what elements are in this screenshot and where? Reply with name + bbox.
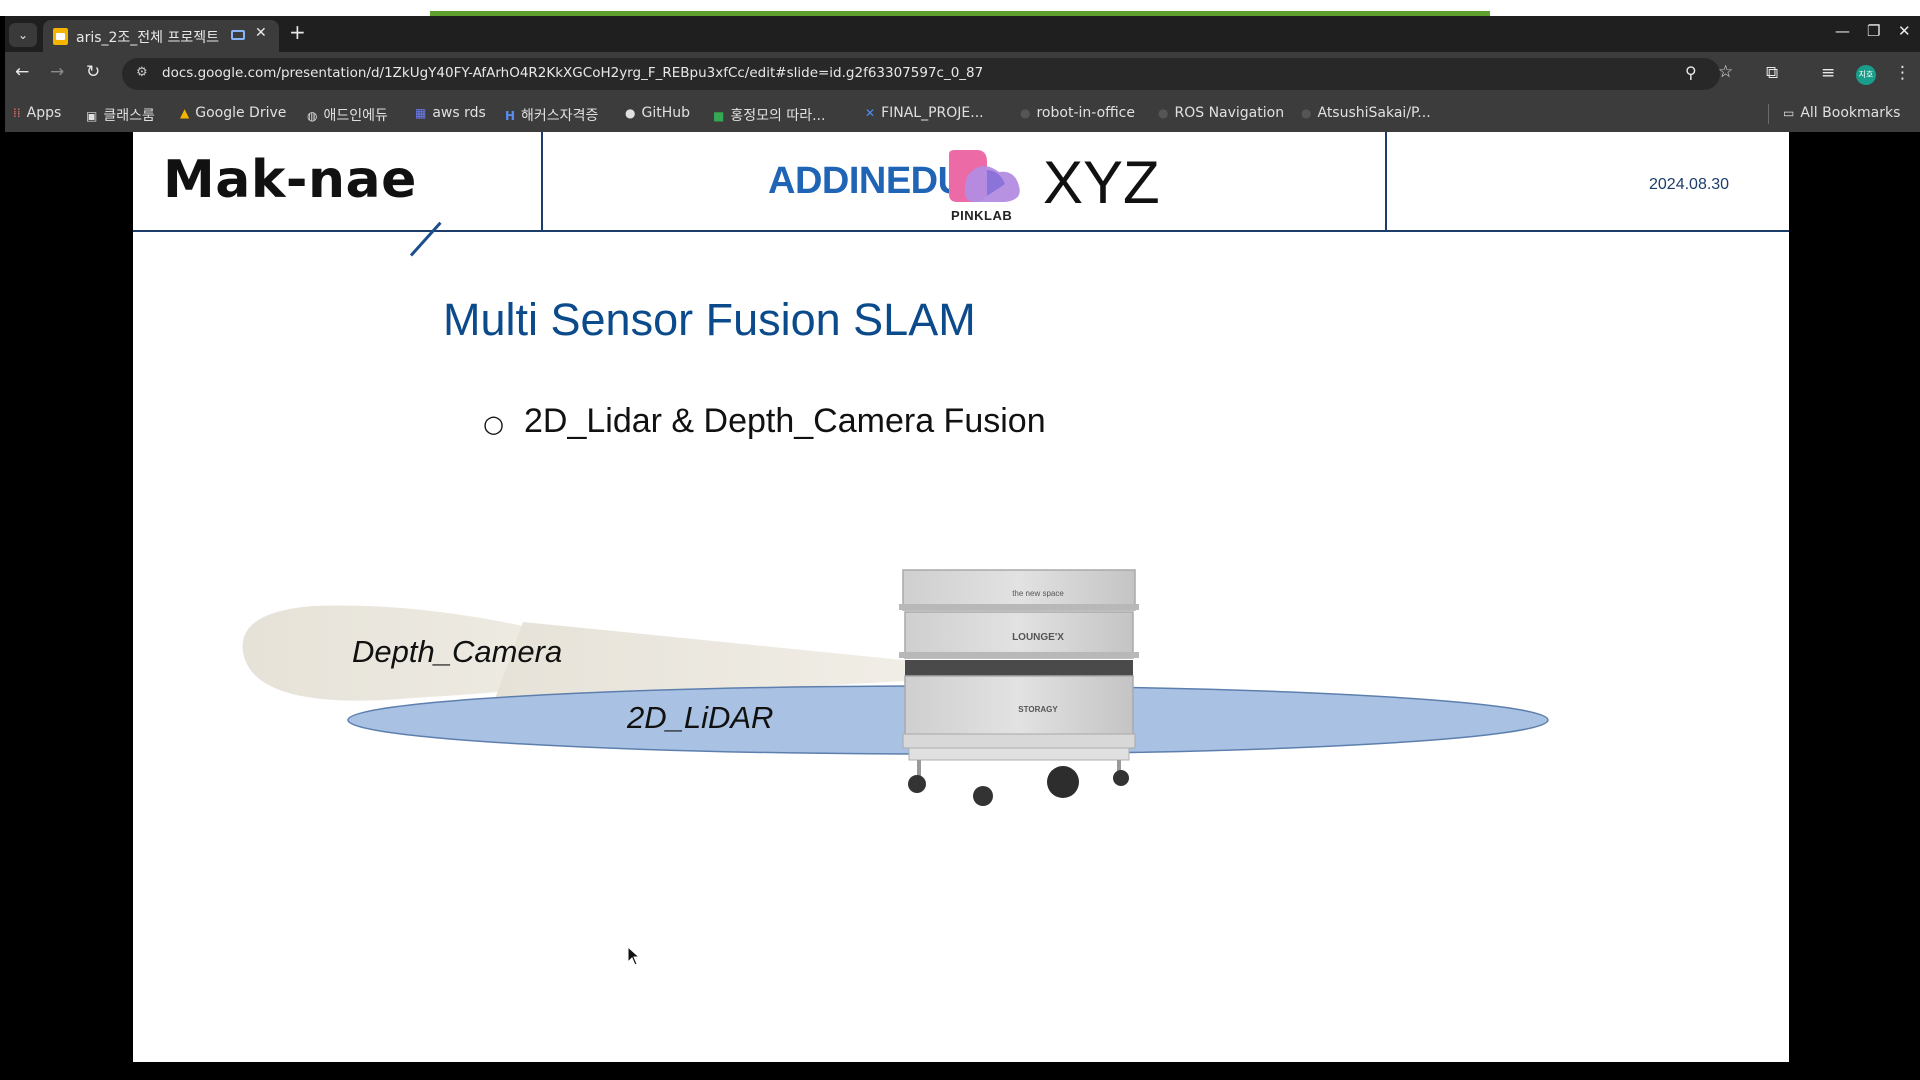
jira-icon: ✕	[865, 106, 876, 120]
url-text[interactable]: docs.google.com/presentation/d/1ZkUgY40F…	[162, 65, 984, 81]
progress-bar	[430, 11, 1490, 16]
reload-icon[interactable]: ↻	[86, 62, 101, 82]
tab-title: aris_2조_전체 프로젝트	[76, 30, 220, 46]
top-progress-strip	[0, 0, 1920, 16]
bookmarks-bar: ⁞⁞Apps ▣클래스룸 ▲Google Drive ◍애드인에듀 ▦aws r…	[5, 96, 1920, 132]
slide-title: Multi Sensor Fusion SLAM	[443, 294, 976, 345]
hongjungmo-icon: ■	[713, 109, 725, 123]
hackers-h-icon: H	[505, 109, 516, 123]
header-divider-left	[541, 132, 543, 232]
tab-bar: ⌄ aris_2조_전체 프로젝트 ✕ + — ❐ ✕	[5, 16, 1920, 52]
bookmark-robot-in-office[interactable]: ●robot-in-office	[1020, 105, 1135, 121]
sensor-fusion-diagram: the new space LOUNGE'X STORAGY	[242, 569, 1549, 806]
bookmarks-separator	[1768, 104, 1769, 124]
extensions-puzzle-icon[interactable]: ⧉	[1766, 63, 1779, 83]
presentation-viewport: Mak-nae ADDINEDU PINKLAB XYZ 2024.08.30 …	[5, 132, 1920, 1062]
github-icon: ●	[625, 106, 636, 120]
robot-icon	[899, 569, 1139, 806]
browser-toolbar: ← → ↻ ⚙ docs.google.com/presentation/d/1…	[5, 52, 1920, 96]
bookmark-aws-rds[interactable]: ▦aws rds	[415, 105, 486, 121]
profile-avatar[interactable]: 지호	[1856, 65, 1876, 85]
addinedu-logo: ADDINEDU	[768, 160, 965, 202]
robot-box-label-2: STORAGY	[1018, 705, 1058, 714]
restore-icon[interactable]: ❐	[1867, 22, 1881, 40]
bookmark-atsushisakai[interactable]: ●AtsushiSakai/P...	[1301, 105, 1431, 121]
bookmark-apps[interactable]: ⁞⁞Apps	[13, 105, 62, 121]
media-control-icon[interactable]: ≡	[1821, 63, 1836, 83]
forward-icon[interactable]: →	[50, 62, 65, 82]
bookmark-addinedu[interactable]: ◍애드인에듀	[307, 108, 388, 124]
bookmark-classroom[interactable]: ▣클래스룸	[86, 108, 155, 124]
drive-icon: ▲	[180, 106, 190, 120]
folder-icon: ▭	[1783, 106, 1795, 120]
site-info-icon[interactable]: ⚙	[136, 65, 148, 80]
window-close-icon[interactable]: ✕	[1898, 22, 1911, 40]
zoom-icon[interactable]: ⚲	[1685, 63, 1697, 82]
pinklab-logo-text: PINKLAB	[951, 208, 1013, 223]
xyz-logo: XYZ	[1043, 149, 1160, 216]
mouse-cursor-icon	[627, 946, 641, 966]
lidar-label: 2D_LiDAR	[627, 700, 774, 735]
github-icon: ●	[1158, 106, 1169, 120]
tab-close-icon[interactable]: ✕	[255, 25, 267, 41]
back-icon[interactable]: ←	[15, 62, 30, 82]
tab-search-chevron-icon[interactable]: ⌄	[9, 23, 37, 47]
github-icon: ●	[1020, 106, 1031, 120]
tab-media-icon[interactable]	[231, 30, 245, 40]
bullet-text: 2D_Lidar & Depth_Camera Fusion	[524, 402, 1046, 440]
slides-favicon-icon	[53, 28, 68, 45]
new-tab-plus-icon[interactable]: +	[289, 20, 306, 44]
apps-grid-icon: ⁞⁞	[13, 106, 21, 120]
bookmark-star-icon[interactable]: ☆	[1718, 62, 1734, 82]
robot-box-label-0: the new space	[1012, 589, 1064, 598]
tab-active[interactable]: aris_2조_전체 프로젝트 ✕	[43, 20, 279, 52]
header-divider-right	[1385, 132, 1387, 232]
github-icon: ●	[1301, 106, 1312, 120]
address-bar[interactable]: ⚙ docs.google.com/presentation/d/1ZkUgY4…	[122, 58, 1733, 90]
bookmark-github[interactable]: ●GitHub	[625, 105, 690, 121]
aws-rds-icon: ▦	[415, 106, 427, 120]
bookmark-google-drive[interactable]: ▲Google Drive	[180, 105, 287, 121]
globe-icon: ◍	[307, 109, 318, 123]
bullet-circle: ○	[483, 410, 504, 438]
slide[interactable]: Mak-nae ADDINEDU PINKLAB XYZ 2024.08.30 …	[133, 132, 1789, 1062]
slide-header: Mak-nae ADDINEDU PINKLAB XYZ 2024.08.30	[133, 132, 1789, 232]
classroom-icon: ▣	[86, 109, 98, 123]
pinklab-logo-icon	[949, 150, 1020, 202]
team-name: Mak-nae	[163, 150, 417, 210]
slide-date: 2024.08.30	[1649, 176, 1730, 193]
kebab-menu-icon[interactable]: ⋮	[1894, 63, 1911, 83]
bookmark-final-project[interactable]: ✕FINAL_PROJE...	[865, 105, 984, 121]
depth-camera-label: Depth_Camera	[352, 634, 563, 669]
bookmark-hongjungmo[interactable]: ■홍정모의 따라...	[713, 108, 826, 124]
robot-box-label-1: LOUNGE'X	[1012, 632, 1064, 643]
minimize-icon[interactable]: —	[1835, 22, 1850, 40]
bookmark-ros-navigation[interactable]: ●ROS Navigation	[1158, 105, 1285, 121]
all-bookmarks-button[interactable]: ▭All Bookmarks	[1783, 105, 1901, 121]
depth-camera-beam	[493, 622, 923, 704]
